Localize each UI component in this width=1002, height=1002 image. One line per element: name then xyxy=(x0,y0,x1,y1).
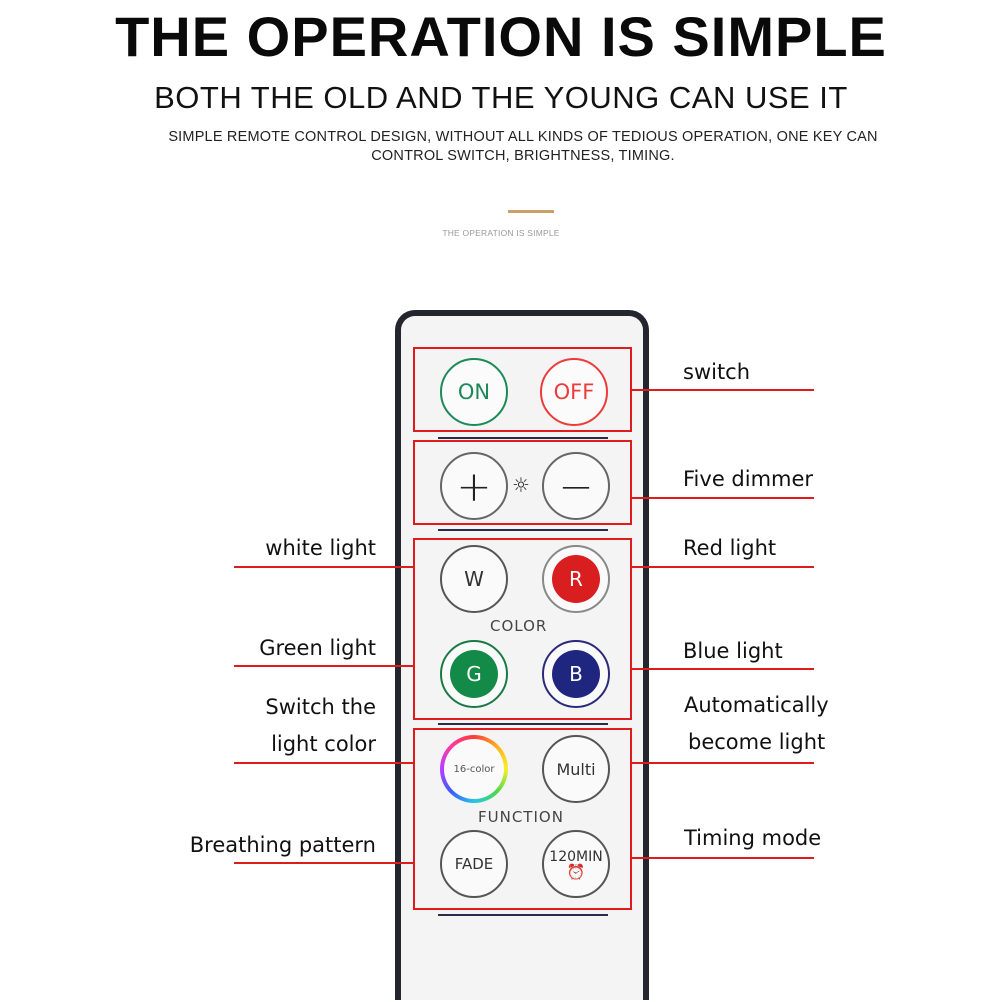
page-description: SIMPLE REMOTE CONTROL DESIGN, WITHOUT AL… xyxy=(168,129,878,164)
callout-white-light: white light xyxy=(265,536,376,560)
multi-button[interactable]: Multi xyxy=(542,735,610,803)
brightness-sun-icon: ☼ xyxy=(512,473,531,497)
callout-breathing-pattern: Breathing pattern xyxy=(189,833,376,857)
function-section-label: FUNCTION xyxy=(478,808,564,826)
multi-label: Multi xyxy=(556,759,596,779)
brightness-down-button[interactable]: − xyxy=(542,452,610,520)
accent-divider xyxy=(508,210,554,213)
remote-divider xyxy=(438,723,608,725)
color-section-highlight xyxy=(413,538,632,720)
fade-label: FADE xyxy=(454,855,494,873)
white-label: W xyxy=(464,567,484,591)
sixteen-color-button[interactable]: 16-color xyxy=(440,735,508,803)
callout-line xyxy=(632,497,814,499)
callout-line xyxy=(234,566,413,568)
white-button[interactable]: W xyxy=(440,545,508,613)
color-section-label: COLOR xyxy=(490,617,548,635)
callout-line xyxy=(632,857,814,859)
brightness-up-button[interactable]: + xyxy=(440,452,508,520)
callout-timing-mode: Timing mode xyxy=(684,826,822,850)
small-caption: THE OPERATION IS SIMPLE xyxy=(442,228,560,238)
page-title: THE OPERATION IS SIMPLE xyxy=(115,5,887,68)
callout-line xyxy=(234,665,413,667)
off-button[interactable]: OFF xyxy=(540,358,608,426)
alarm-clock-icon: ⏰ xyxy=(566,863,586,881)
callout-five-dimmer: Five dimmer xyxy=(683,467,814,491)
blue-button[interactable]: B xyxy=(542,640,610,708)
callout-switch-color-line2: light color xyxy=(271,732,376,756)
green-inner: G xyxy=(450,650,498,698)
switch-section-highlight xyxy=(413,347,632,432)
on-label: ON xyxy=(457,380,491,404)
plus-icon: + xyxy=(456,461,492,511)
on-button[interactable]: ON xyxy=(440,358,508,426)
callout-switch-color-line1: Switch the xyxy=(265,695,376,719)
remote-divider xyxy=(438,529,608,531)
callout-line xyxy=(234,762,413,764)
callout-auto-light-line1: Automatically xyxy=(684,693,829,717)
remote-divider xyxy=(438,914,608,916)
function-section-highlight xyxy=(413,728,632,910)
blue-inner: B xyxy=(552,650,600,698)
callout-line xyxy=(234,862,413,864)
minus-icon: − xyxy=(558,461,594,511)
page-subtitle: BOTH THE OLD AND THE YOUNG CAN USE IT xyxy=(154,80,848,115)
remote-divider xyxy=(438,437,608,439)
green-button[interactable]: G xyxy=(440,640,508,708)
dimmer-section-highlight xyxy=(413,440,632,525)
timer-button[interactable]: 120MIN ⏰ xyxy=(542,830,610,898)
remote-control-body xyxy=(395,310,649,1000)
callout-red-light: Red light xyxy=(683,536,777,560)
sixteen-color-label: 16-color xyxy=(453,763,495,775)
callout-line xyxy=(632,566,814,568)
green-label: G xyxy=(466,662,482,686)
blue-label: B xyxy=(569,662,583,686)
callout-line xyxy=(632,668,814,670)
red-label: R xyxy=(569,567,583,591)
callout-line xyxy=(632,389,814,391)
off-label: OFF xyxy=(553,380,595,404)
callout-auto-light-line2: become light xyxy=(688,730,826,754)
callout-switch: switch xyxy=(683,360,751,384)
red-inner: R xyxy=(552,555,600,603)
red-button[interactable]: R xyxy=(542,545,610,613)
callout-line xyxy=(632,762,814,764)
callout-blue-light: Blue light xyxy=(683,639,783,663)
callout-green-light: Green light xyxy=(259,636,376,660)
fade-button[interactable]: FADE xyxy=(440,830,508,898)
timer-label: 120MIN xyxy=(549,849,603,865)
